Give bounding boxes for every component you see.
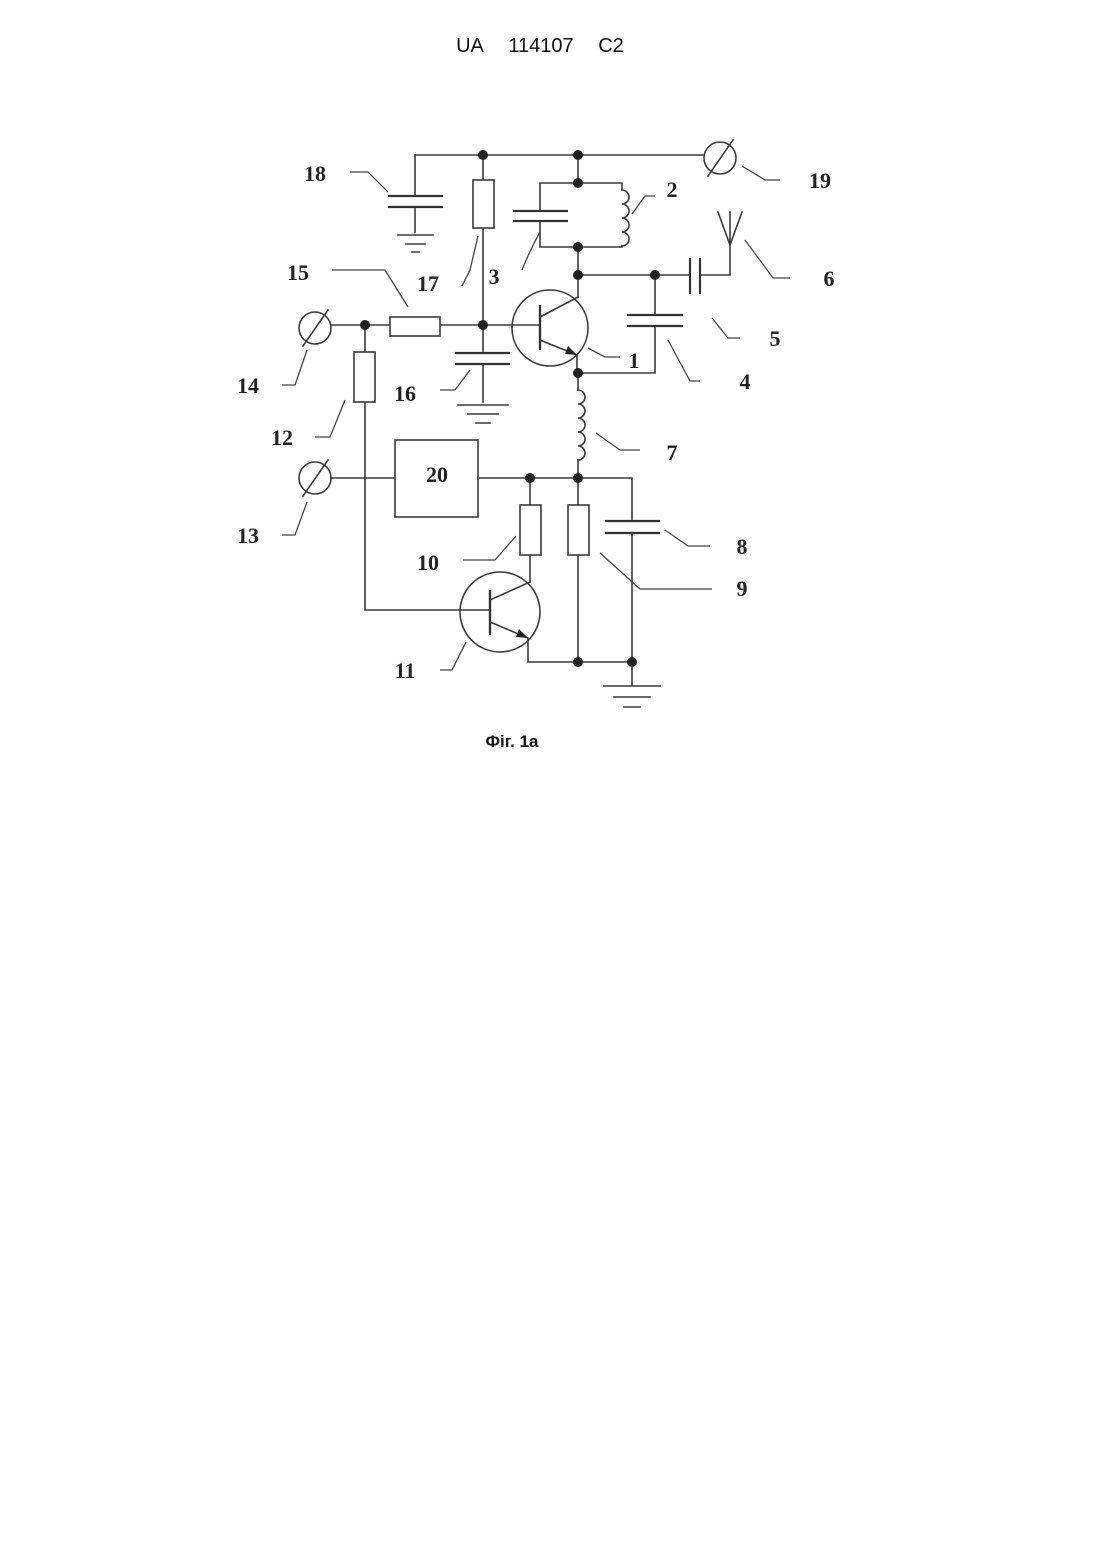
inductor-2-coil (622, 190, 629, 246)
junction-dot (478, 150, 488, 160)
terminal-13 (299, 460, 395, 496)
inductor-coil (578, 390, 585, 460)
wire (578, 275, 655, 373)
label-18: 18 (304, 161, 326, 186)
junction-dot (573, 473, 583, 483)
leader-2 (632, 196, 655, 214)
resistor-body (354, 352, 375, 402)
capacitor-plates (455, 353, 510, 364)
junction-dot (573, 242, 583, 252)
junction-dot (478, 320, 488, 330)
junction-dot (573, 178, 583, 188)
transistor-1 (483, 290, 588, 373)
capacitor-8-plates (605, 521, 660, 533)
ground-symbol (458, 405, 508, 423)
leader-19 (742, 166, 780, 180)
label-20: 20 (426, 462, 448, 487)
label-19: 19 (809, 168, 831, 193)
leader-3 (522, 232, 540, 270)
label-12: 12 (271, 425, 293, 450)
resistor-body (520, 505, 541, 555)
resistor-body (473, 180, 494, 228)
label-10: 10 (417, 550, 439, 575)
leader-9 (600, 553, 712, 589)
resistor-15 (331, 317, 483, 336)
wire (578, 212, 730, 297)
leader-5 (712, 318, 740, 338)
resistor-body (568, 505, 589, 555)
tank-circuit (513, 155, 629, 247)
label-3: 3 (489, 264, 500, 289)
label-6: 6 (824, 266, 835, 291)
resistor-10 (520, 478, 541, 582)
wire (540, 155, 622, 247)
junction-dot (573, 657, 583, 667)
header-number: 114107 (508, 35, 573, 57)
label-16: 16 (394, 381, 416, 406)
capacitor-18 (388, 155, 443, 252)
emitter-arrow (565, 346, 577, 355)
circuit-diagram: 20 (237, 140, 835, 707)
label-13: 13 (237, 523, 259, 548)
leader-12 (315, 400, 345, 437)
junction-dots (360, 150, 660, 667)
transistor-11 (460, 572, 632, 662)
leader-10 (463, 536, 516, 560)
terminal-14 (299, 310, 331, 346)
capacitor-plates (388, 196, 443, 207)
capacitor-plates (627, 315, 683, 326)
label-15: 15 (287, 260, 309, 285)
label-7: 7 (667, 440, 678, 465)
wire (478, 478, 632, 662)
wire (483, 297, 578, 373)
leader-13 (282, 502, 307, 535)
label-1: 1 (629, 348, 640, 373)
output-network (578, 212, 742, 297)
junction-dot (525, 473, 535, 483)
leader-14 (282, 350, 307, 385)
resistor-17 (473, 155, 494, 325)
terminal-19 (704, 140, 736, 176)
leader-8 (665, 530, 710, 546)
resistor-body (390, 317, 440, 336)
capacitor-16 (455, 325, 510, 423)
label-8: 8 (737, 534, 748, 559)
capacitor-3-plates (513, 211, 568, 221)
junction-dot (627, 657, 637, 667)
label-14: 14 (237, 373, 259, 398)
capacitor-5-plates (690, 258, 700, 294)
leader-16 (440, 370, 470, 390)
leader-18 (350, 172, 388, 192)
patent-header: UA 114107 C2 (456, 35, 624, 57)
header-country: UA (456, 35, 484, 57)
leader-6 (745, 240, 790, 278)
ground-symbol (604, 662, 660, 707)
ground-symbol (398, 235, 433, 252)
emitter-arrow (516, 629, 528, 638)
junction-dot (650, 270, 660, 280)
header-kind: C2 (598, 35, 624, 57)
junction-dot (573, 368, 583, 378)
junction-dot (573, 270, 583, 280)
junction-dot (360, 320, 370, 330)
block-20: 20 (395, 440, 478, 517)
leader-17 (462, 236, 478, 286)
leader-11 (440, 642, 466, 670)
leader-4 (668, 340, 700, 381)
label-9: 9 (737, 576, 748, 601)
leader-1 (588, 348, 620, 357)
label-2: 2 (667, 177, 678, 202)
leader-15 (332, 270, 408, 307)
leader-7 (596, 433, 640, 450)
junction-dot (573, 150, 583, 160)
label-17: 17 (417, 271, 439, 296)
resistor-9 (568, 478, 589, 662)
figure-caption: Фіг. 1а (486, 732, 540, 751)
inductor-7 (578, 373, 585, 478)
label-4: 4 (740, 369, 751, 394)
label-11: 11 (395, 658, 416, 683)
label-5: 5 (770, 326, 781, 351)
